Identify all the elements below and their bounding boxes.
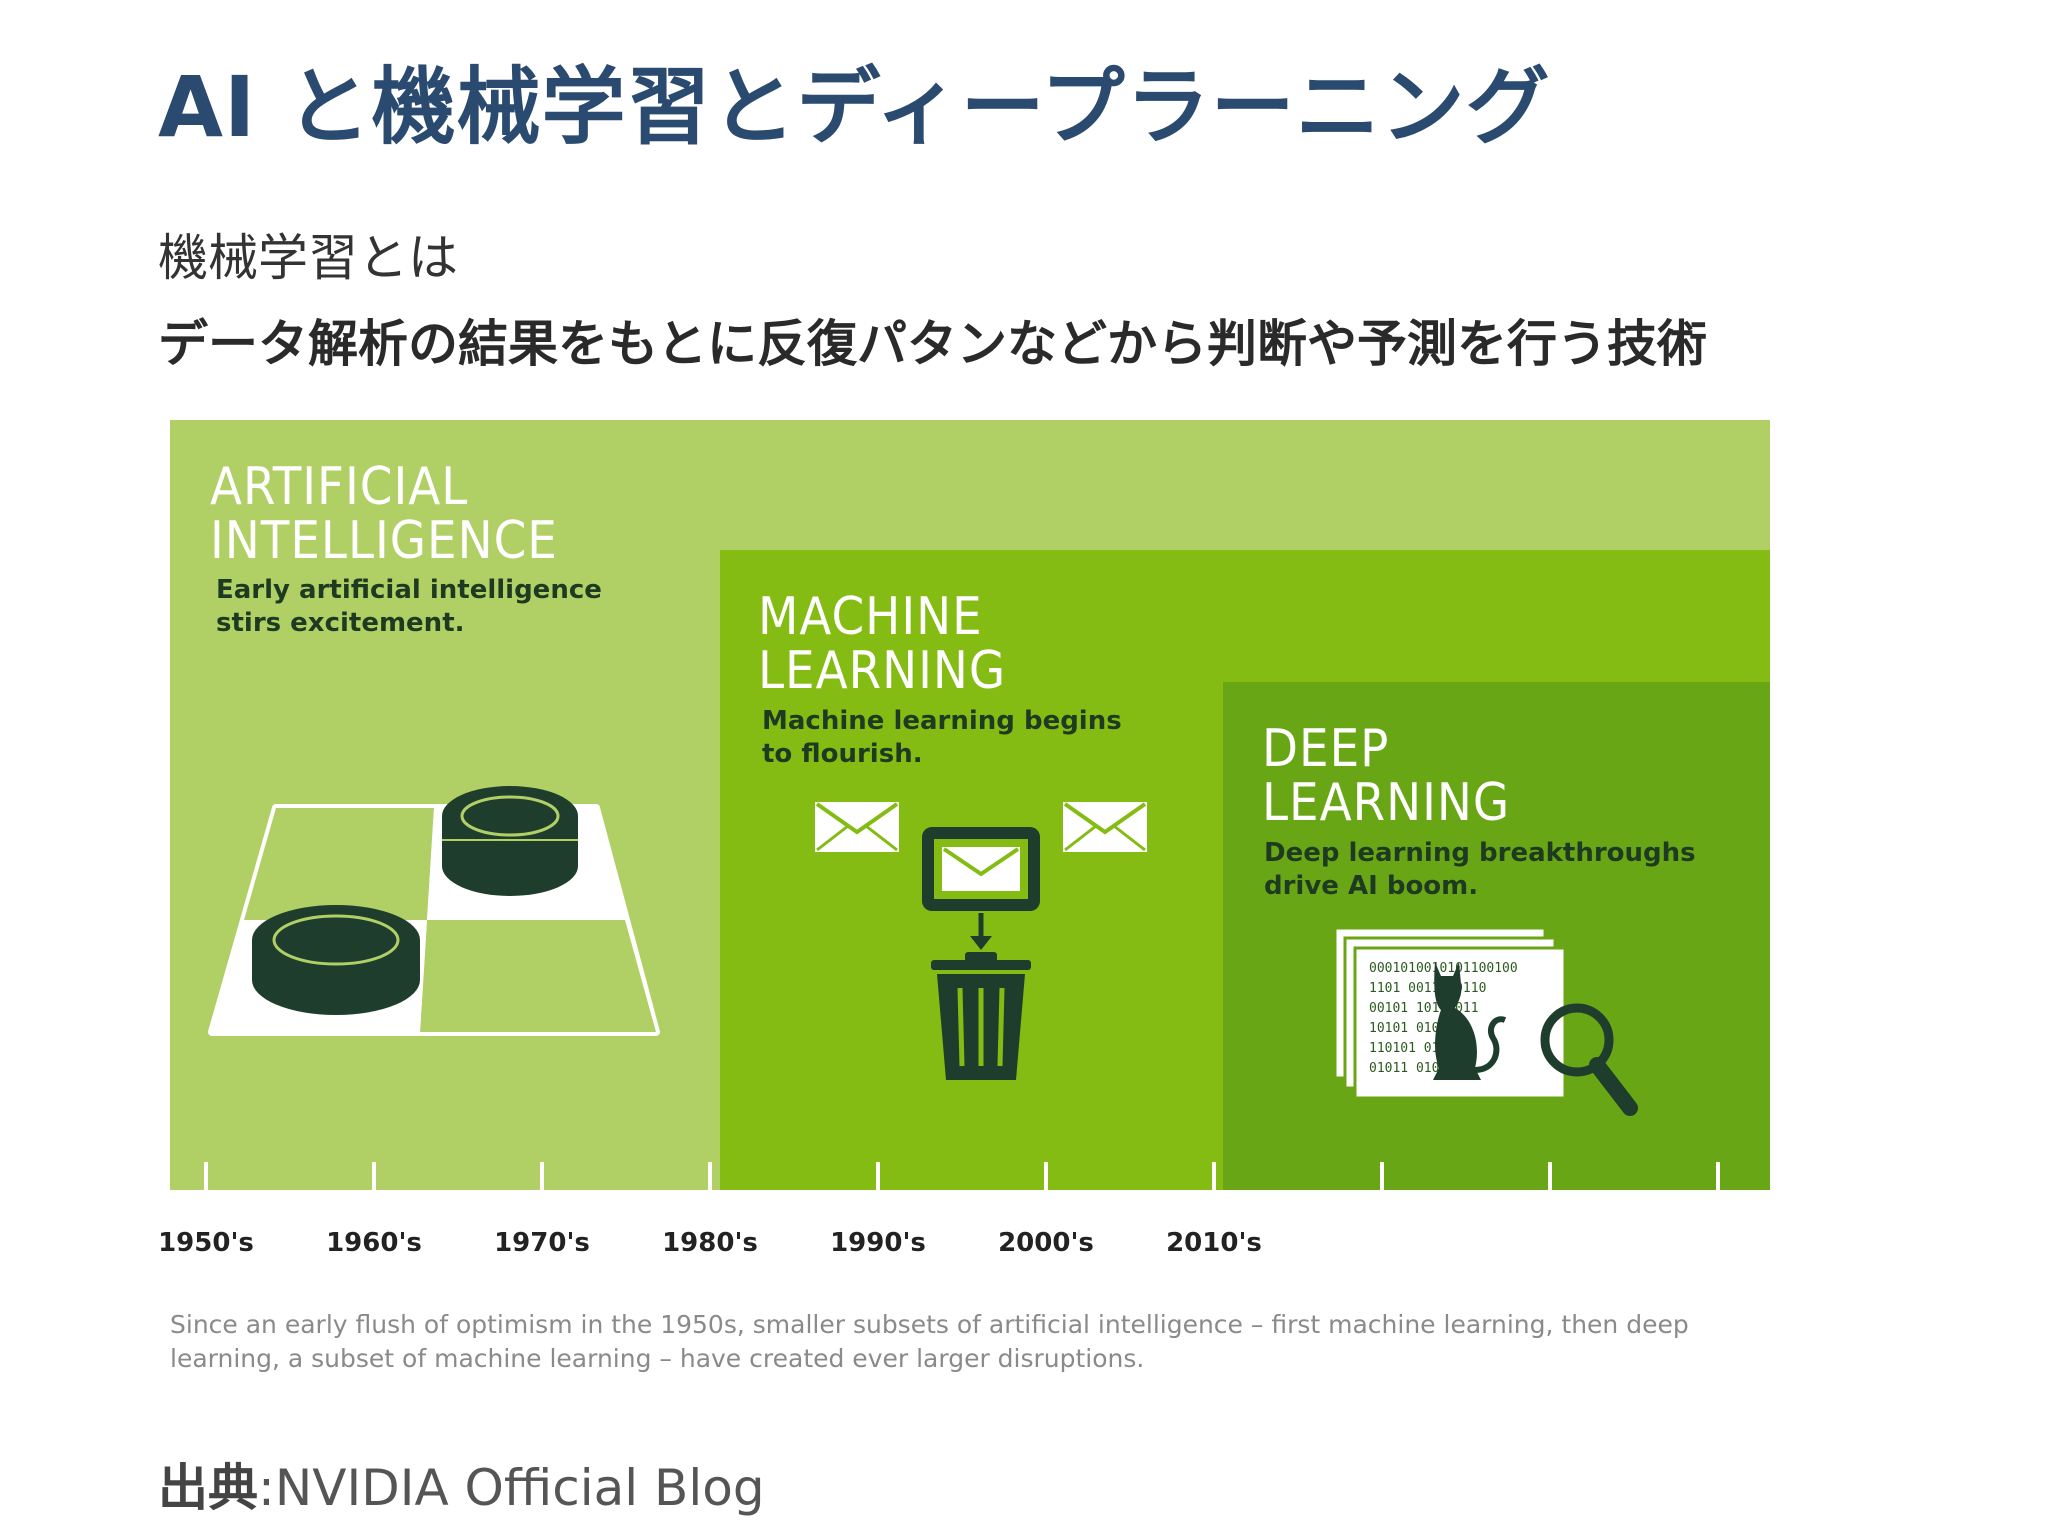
spam-filter-icon [815, 802, 1147, 1080]
checkers-board-icon [208, 786, 660, 1036]
decade-label: 1970's [494, 1228, 590, 1258]
ai-ml-dl-figure: ARTIFICIAL INTELLIGENCE Early artificial… [158, 420, 1770, 1390]
source-label: 出典 [158, 1459, 258, 1517]
ml-description: Machine learning begins to flourish. [762, 706, 1122, 769]
ml-title: MACHINE LEARNING [758, 587, 1007, 701]
magnifier-icon [1540, 1003, 1638, 1116]
section-subtitle: 機械学習とは [158, 229, 458, 287]
ai-description: Early artificial intelligence stirs exci… [216, 575, 602, 638]
decade-label: 2000's [998, 1228, 1094, 1258]
svg-text:01011 01010: 01011 01010 [1369, 1061, 1455, 1076]
decade-label: 1960's [326, 1228, 422, 1258]
source-credit: 出典:NVIDIA Official Blog [158, 1448, 765, 1520]
binary-data: 0001010010101100100 1101 00110 0110 0010… [1369, 961, 1518, 1076]
svg-text:0001010010101100100: 0001010010101100100 [1369, 961, 1518, 976]
timeline-axis [204, 1162, 1720, 1208]
cat-recognition-icon: 0001010010101100100 1101 00110 0110 0010… [1335, 926, 1638, 1116]
source-text: :NVIDIA Official Blog [258, 1459, 765, 1517]
svg-text:110101 010: 110101 010 [1369, 1041, 1447, 1056]
ai-title: ARTIFICIAL INTELLIGENCE [210, 457, 558, 571]
figure-caption: Since an early flush of optimism in the … [170, 1310, 1689, 1373]
decade-label: 2010's [1166, 1228, 1262, 1258]
dl-description: Deep learning breakthroughs drive AI boo… [1264, 838, 1696, 901]
envelope-icon [815, 802, 899, 852]
page-title: AI と機械学習とディープラーニング [158, 58, 1551, 156]
decade-label: 1980's [662, 1228, 758, 1258]
decade-label: 1990's [830, 1228, 926, 1258]
svg-text:1101 00110 0110: 1101 00110 0110 [1369, 981, 1486, 996]
cat-silhouette [1433, 962, 1507, 1080]
svg-text:10101 010: 10101 010 [1369, 1021, 1439, 1036]
definition-text: データ解析の結果をもとに反復パタンなどから判断や予測を行う技術 [158, 315, 1707, 373]
dl-title: DEEP LEARNING [1262, 719, 1511, 833]
decade-label: 1950's [158, 1228, 254, 1258]
